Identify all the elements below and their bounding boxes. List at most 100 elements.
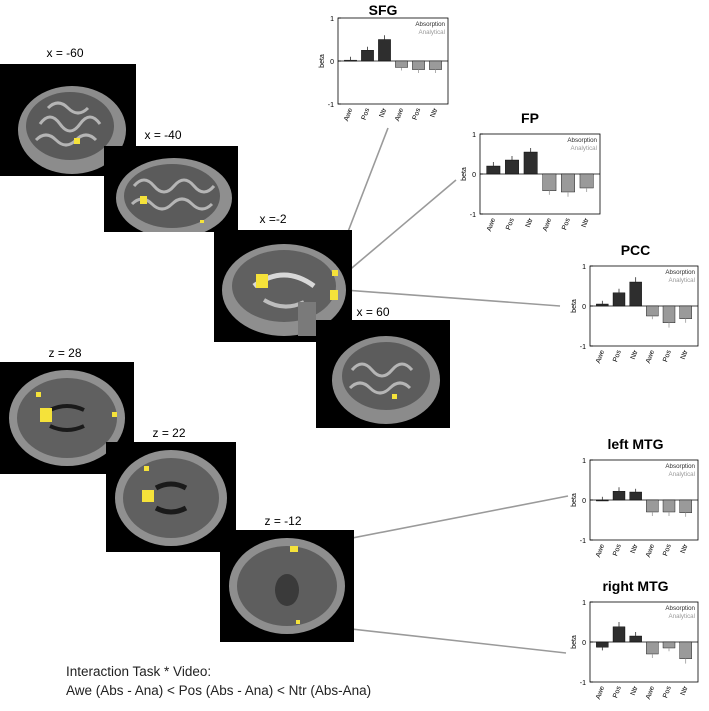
- bar: [629, 491, 642, 501]
- activation-blob: [332, 270, 338, 276]
- x-tick-label: Pos: [662, 685, 673, 699]
- slice-label-z-22: z = 22: [152, 426, 186, 440]
- x-tick-label: Pos: [662, 543, 673, 557]
- legend-entry: Absorption: [665, 605, 695, 612]
- brain-slice-x-m60: [0, 64, 136, 176]
- bar: [646, 499, 659, 513]
- x-tick-label: Pos: [612, 685, 623, 699]
- x-tick-label: Pos: [612, 543, 623, 557]
- y-tick-label: -1: [328, 102, 334, 109]
- bar: [429, 60, 442, 70]
- y-axis-label: beta: [571, 299, 578, 313]
- x-tick-label: Awe: [394, 107, 405, 122]
- x-tick-label: Ntr: [680, 685, 690, 697]
- activation-blob: [140, 196, 147, 204]
- x-tick-label: Awe: [645, 349, 656, 364]
- x-tick-label: Awe: [645, 543, 656, 558]
- bar: [629, 281, 642, 307]
- brain-slice-z-m12: [220, 530, 354, 642]
- bar: [542, 173, 557, 191]
- x-tick-label: Pos: [662, 349, 673, 363]
- bar: [629, 635, 642, 643]
- x-tick-label: Ntr: [630, 685, 640, 697]
- chart-title: right MTG: [602, 578, 669, 594]
- x-tick-label: Pos: [361, 107, 372, 121]
- x-tick-label: Awe: [595, 685, 606, 700]
- x-tick-label: Pos: [505, 217, 516, 231]
- activation-blob: [256, 274, 268, 288]
- x-tick-label: Ntr: [379, 107, 389, 119]
- legend-entry: Analytical: [571, 145, 597, 152]
- legend-entry: Analytical: [669, 471, 695, 478]
- caption-line-2: Awe (Abs - Ana) < Pos (Abs - Ana) < Ntr …: [66, 683, 372, 698]
- x-tick-label: Ntr: [525, 217, 535, 229]
- connector-fp: [339, 179, 457, 279]
- x-tick-label: Ntr: [680, 349, 690, 361]
- y-tick-label: 0: [582, 498, 586, 505]
- legend-entry: Analytical: [669, 613, 695, 620]
- x-tick-label: Awe: [645, 685, 656, 700]
- caption-line-1: Interaction Task * Video:: [66, 664, 212, 679]
- y-axis-label: beta: [461, 167, 468, 181]
- bar: [662, 641, 676, 649]
- bar: [596, 499, 609, 502]
- brain-slice-z-22: [106, 442, 236, 552]
- activation-blob: [200, 220, 204, 223]
- y-axis-label: beta: [319, 54, 326, 68]
- figure-caption: Interaction Task * Video: Awe (Abs - Ana…: [66, 662, 371, 700]
- x-tick-label: Awe: [595, 543, 606, 558]
- bar: [361, 50, 374, 62]
- y-tick-label: 0: [472, 172, 476, 179]
- activation-blob: [36, 392, 41, 397]
- legend-entry: Absorption: [665, 463, 695, 470]
- bar: [596, 303, 609, 307]
- x-tick-label: Ntr: [581, 217, 591, 229]
- slice-label-z-m12: z = -12: [264, 514, 302, 528]
- legend-entry: Analytical: [419, 29, 445, 36]
- bar: [561, 173, 575, 193]
- legend-entry: Absorption: [567, 137, 597, 144]
- bar: [395, 60, 408, 68]
- x-tick-label: Awe: [343, 107, 354, 122]
- y-tick-label: -1: [580, 538, 586, 545]
- bar: [662, 305, 676, 323]
- y-tick-label: 1: [330, 16, 334, 23]
- chart-title: SFG: [368, 2, 398, 18]
- bar: [378, 39, 391, 62]
- bar: [486, 165, 501, 175]
- activation-blob: [392, 394, 397, 399]
- chart-title: FP: [521, 110, 539, 126]
- bar: [344, 59, 357, 62]
- x-tick-label: Pos: [412, 107, 423, 121]
- bar: [579, 173, 594, 189]
- y-axis-label: beta: [571, 493, 578, 507]
- bar: [523, 151, 538, 175]
- activation-blob: [40, 408, 52, 422]
- y-axis-label: beta: [571, 635, 578, 649]
- bar: [646, 641, 659, 655]
- slice-label-z-28: z = 28: [48, 346, 82, 360]
- legend-entry: Absorption: [665, 269, 695, 276]
- y-tick-label: 1: [582, 264, 586, 271]
- x-tick-label: Awe: [595, 349, 606, 364]
- y-tick-label: -1: [580, 680, 586, 687]
- brain-slice-x-60: [316, 320, 450, 428]
- x-tick-label: Ntr: [630, 543, 640, 555]
- activation-blob: [290, 546, 298, 552]
- bar: [412, 60, 425, 70]
- activation-blob: [144, 466, 149, 471]
- chart-title: PCC: [620, 242, 651, 258]
- x-tick-label: Awe: [486, 217, 497, 232]
- y-tick-label: 0: [582, 640, 586, 647]
- y-tick-label: 1: [472, 132, 476, 139]
- brain-slice-x-m2: [214, 230, 352, 342]
- x-tick-label: Pos: [612, 349, 623, 363]
